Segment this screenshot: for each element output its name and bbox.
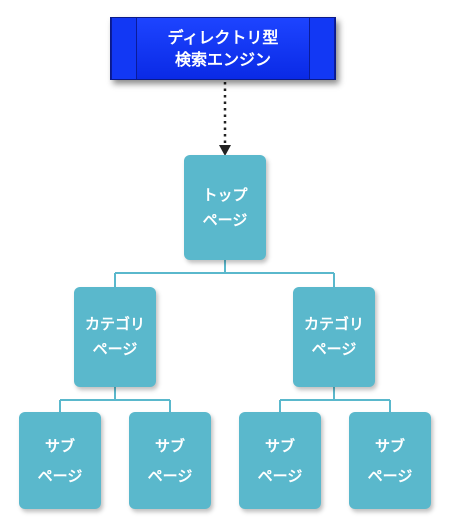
directory-search-engine-box: ディレクトリ型 検索エンジン bbox=[110, 17, 336, 80]
engine-label-line2: 検索エンジン bbox=[174, 49, 271, 69]
node-label-line2: ページ bbox=[147, 466, 193, 485]
category-page-node-left: カテゴリ ページ bbox=[74, 287, 156, 387]
sub-page-node-4: サブ ページ bbox=[349, 412, 431, 509]
node-label-line1: カテゴリ bbox=[84, 315, 145, 333]
engine-box-label: ディレクトリ型 検索エンジン bbox=[135, 18, 311, 79]
engine-box-left-panel bbox=[111, 18, 137, 79]
sub-page-node-1: サブ ページ bbox=[19, 412, 101, 509]
sub-page-node-3: サブ ページ bbox=[239, 412, 321, 509]
node-label-line2: ページ bbox=[367, 466, 413, 485]
category-page-node-right: カテゴリ ページ bbox=[293, 287, 375, 387]
node-label-line1: サブ bbox=[44, 436, 75, 455]
engine-box-right-panel bbox=[309, 18, 335, 79]
sub-page-node-2: サブ ページ bbox=[129, 412, 211, 509]
crawl-arrow-head bbox=[219, 145, 231, 156]
node-label-line2: ページ bbox=[37, 466, 83, 485]
node-label-line1: トップ bbox=[202, 185, 248, 204]
top-page-node: トップ ページ bbox=[184, 155, 266, 260]
node-label-line1: カテゴリ bbox=[303, 315, 364, 333]
node-label-line2: ページ bbox=[311, 340, 357, 358]
node-label-line2: ページ bbox=[202, 210, 248, 229]
node-label-line1: サブ bbox=[374, 436, 405, 455]
engine-label-line1: ディレクトリ型 bbox=[167, 27, 279, 47]
node-label-line1: サブ bbox=[264, 436, 295, 455]
node-label-line2: ページ bbox=[92, 340, 138, 358]
node-label-line2: ページ bbox=[257, 466, 303, 485]
node-label-line1: サブ bbox=[154, 436, 185, 455]
